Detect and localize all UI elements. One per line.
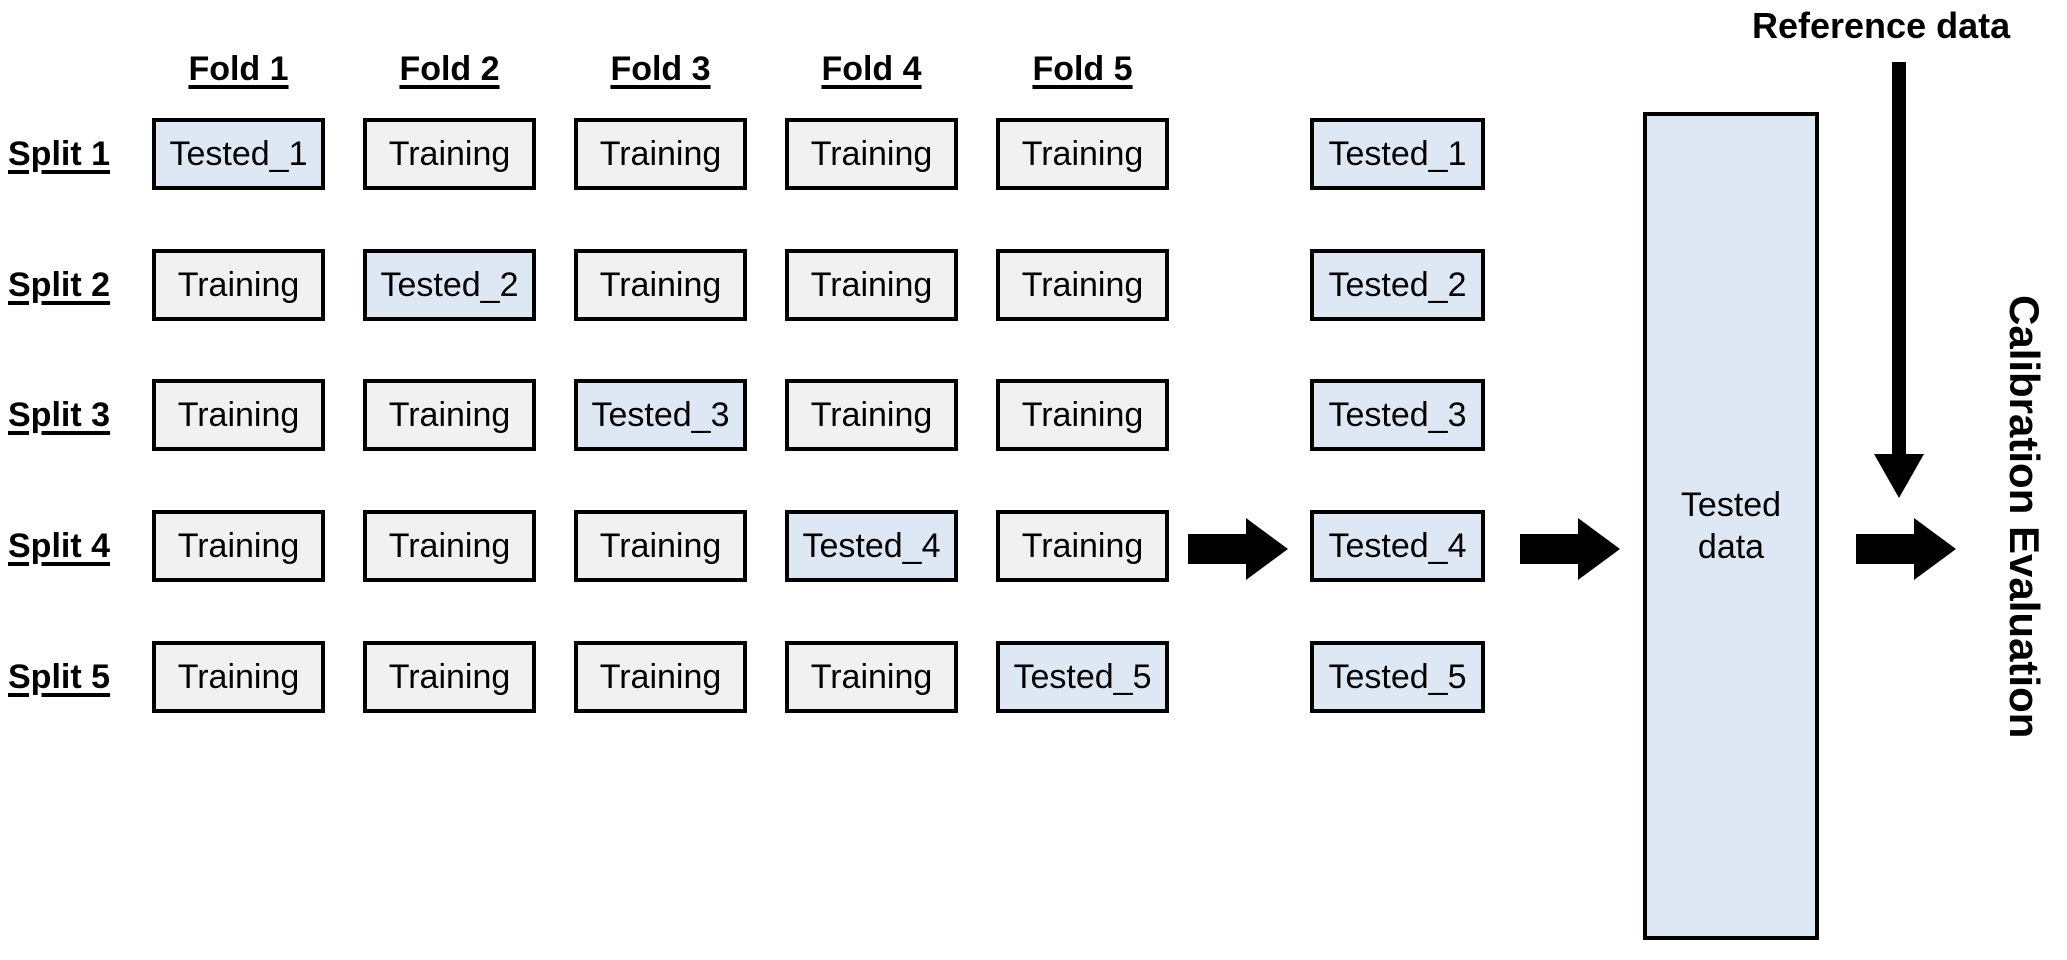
collected-box-tested-4: Tested_4 bbox=[1310, 510, 1485, 582]
grid-cell-split2-fold3: Training bbox=[574, 249, 747, 321]
grid-cell-split2-fold1: Training bbox=[152, 249, 325, 321]
reference-data-label: Reference data bbox=[1752, 5, 2011, 46]
row-header-split-1: Split 1 bbox=[8, 135, 111, 173]
grid-cell-split4-fold4: Tested_4 bbox=[785, 510, 958, 582]
row-header-split-3: Split 3 bbox=[8, 396, 111, 434]
grid-cell-split5-fold4: Training bbox=[785, 641, 958, 713]
row-header-split-5: Split 5 bbox=[8, 658, 111, 696]
column-header-fold-3: Fold 3 bbox=[610, 50, 711, 88]
arrow-pool-to-evaluation-icon bbox=[1856, 518, 1956, 580]
grid-cell-split5-fold5: Tested_5 bbox=[996, 641, 1169, 713]
grid-cell-split4-fold5: Training bbox=[996, 510, 1169, 582]
row-header-split-2: Split 2 bbox=[8, 266, 111, 304]
grid-cell-split1-fold5: Training bbox=[996, 118, 1169, 190]
grid-cell-split5-fold3: Training bbox=[574, 641, 747, 713]
grid-cell-split2-fold2: Tested_2 bbox=[363, 249, 536, 321]
row-header-split-4: Split 4 bbox=[8, 527, 111, 565]
grid-cell-split4-fold1: Training bbox=[152, 510, 325, 582]
tested-data-pool-line-2: data bbox=[1697, 528, 1765, 566]
grid-cell-split2-fold5: Training bbox=[996, 249, 1169, 321]
grid-cell-split1-fold1: Tested_1 bbox=[152, 118, 325, 190]
arrow-grid-to-collected-icon bbox=[1188, 518, 1288, 580]
grid-cell-split3-fold1: Training bbox=[152, 379, 325, 451]
column-header-fold-5: Fold 5 bbox=[1032, 50, 1133, 88]
collected-box-tested-1: Tested_1 bbox=[1310, 118, 1485, 190]
collected-box-tested-2: Tested_2 bbox=[1310, 249, 1485, 321]
grid-cell-split4-fold3: Training bbox=[574, 510, 747, 582]
grid-cell-split2-fold4: Training bbox=[785, 249, 958, 321]
grid-cell-split1-fold3: Training bbox=[574, 118, 747, 190]
collected-box-tested-5: Tested_5 bbox=[1310, 641, 1485, 713]
tested-data-pool-line-1: Tested bbox=[1680, 485, 1782, 524]
grid-cell-split1-fold4: Training bbox=[785, 118, 958, 190]
tested-data-pool: Tested data bbox=[1643, 112, 1819, 940]
grid-cell-split5-fold2: Training bbox=[363, 641, 536, 713]
arrow-reference-data-down-icon bbox=[1868, 62, 1930, 498]
arrow-collected-to-pool-icon bbox=[1520, 518, 1620, 580]
grid-cell-split1-fold2: Training bbox=[363, 118, 536, 190]
grid-cell-split3-fold5: Training bbox=[996, 379, 1169, 451]
grid-cell-split3-fold2: Training bbox=[363, 379, 536, 451]
column-header-fold-1: Fold 1 bbox=[188, 50, 289, 88]
grid-cell-split3-fold3: Tested_3 bbox=[574, 379, 747, 451]
grid-cell-split5-fold1: Training bbox=[152, 641, 325, 713]
collected-box-tested-3: Tested_3 bbox=[1310, 379, 1485, 451]
grid-cell-split4-fold2: Training bbox=[363, 510, 536, 582]
column-header-fold-2: Fold 2 bbox=[399, 50, 500, 88]
calibration-evaluation-title: Calibration Evaluation bbox=[2001, 295, 2048, 739]
grid-cell-split3-fold4: Training bbox=[785, 379, 958, 451]
column-header-fold-4: Fold 4 bbox=[821, 50, 922, 88]
